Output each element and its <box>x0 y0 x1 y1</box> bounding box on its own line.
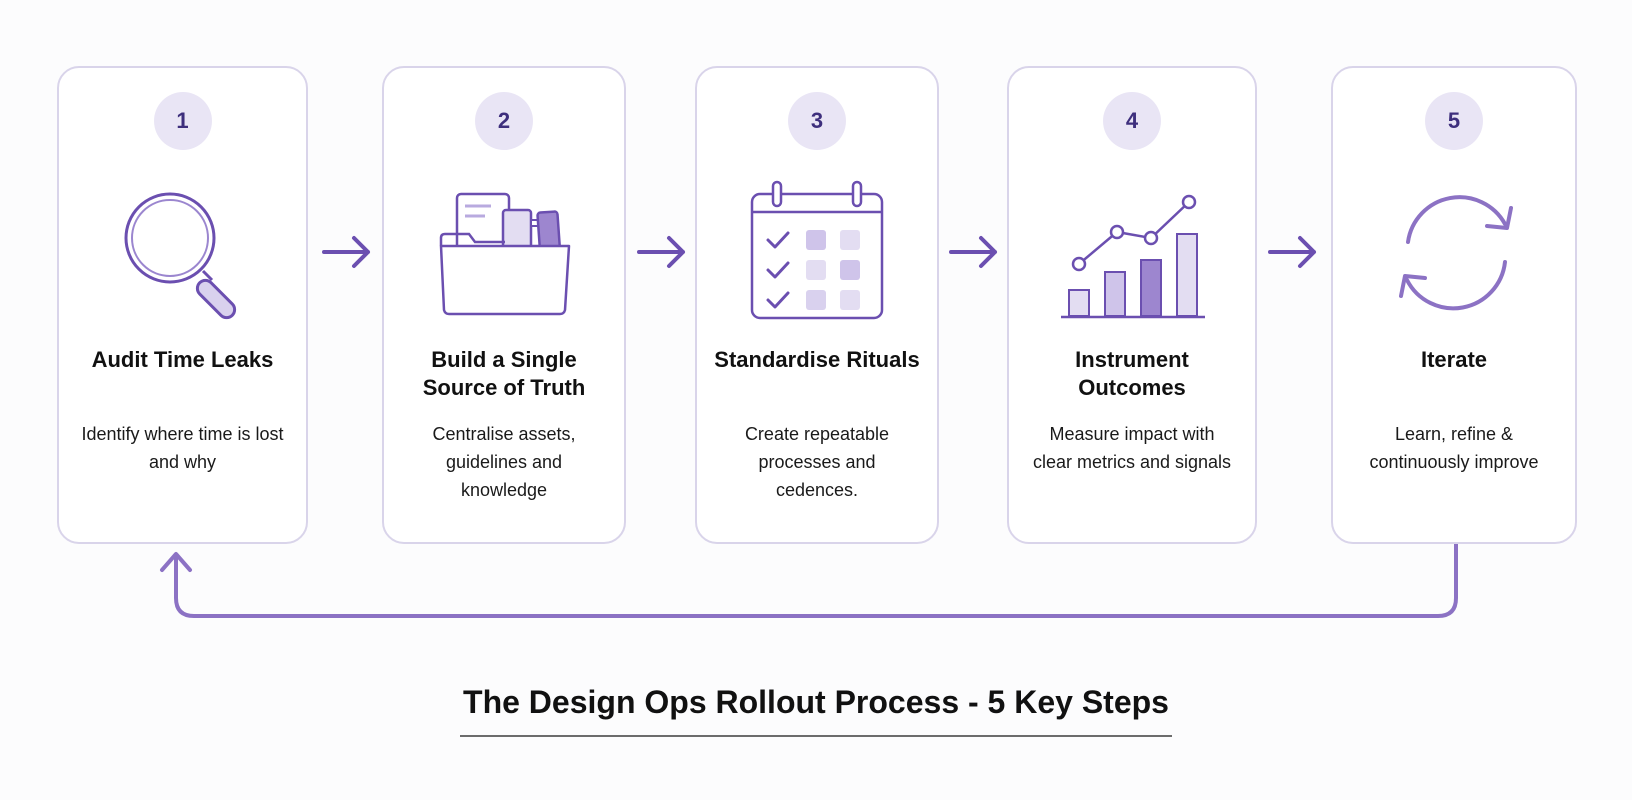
arrow-right-icon <box>949 236 997 268</box>
arrow-right-icon <box>1268 236 1316 268</box>
step-card-3: 3 Standardise Rituals Create repeatable … <box>695 66 939 544</box>
folder-icon <box>439 192 571 316</box>
step-description: Learn, refine & continuously improve <box>1369 424 1539 472</box>
arrow-right-icon <box>637 236 685 268</box>
calendar-icon <box>750 180 884 320</box>
step-number-badge: 2 <box>475 92 533 150</box>
step-title: Audit Time Leaks <box>91 347 274 372</box>
chart-icon <box>1061 194 1205 319</box>
step-description: Create repeatable processes and cedences… <box>744 424 890 500</box>
step-number-badge: 3 <box>788 92 846 150</box>
title-underline <box>460 735 1172 737</box>
step-number-badge: 1 <box>153 92 212 150</box>
step-card-5: 5 Iterate Learn, refine & continuously i… <box>1331 66 1577 544</box>
step-number-badge: 5 <box>1425 92 1483 150</box>
step-title: Build a Single Source of Truth <box>422 347 586 400</box>
diagram-title: The Design Ops Rollout Process - 5 Key S… <box>463 684 1169 720</box>
step-description: Identify where time is lost and why <box>81 424 284 472</box>
step-card-1: 1 Audit Time Leaks Identify where time i… <box>57 66 308 544</box>
step-title: Iterate <box>1420 347 1488 372</box>
magnifier-icon <box>124 192 236 320</box>
step-title: Standardise Rituals <box>714 347 920 372</box>
refresh-icon <box>1399 195 1513 311</box>
step-description: Measure impact with clear metrics and si… <box>1032 424 1232 472</box>
step-card-2: 2 Build a Single Source of Truth Central… <box>382 66 626 544</box>
step-description: Centralise assets, guidelines and knowle… <box>432 424 576 500</box>
arrow-right-icon <box>322 236 370 268</box>
step-card-4: 4 Instrument Outcomes Measure impact wit… <box>1007 66 1257 544</box>
step-title: Instrument Outcomes <box>1075 347 1189 400</box>
step-number-badge: 4 <box>1103 92 1161 150</box>
